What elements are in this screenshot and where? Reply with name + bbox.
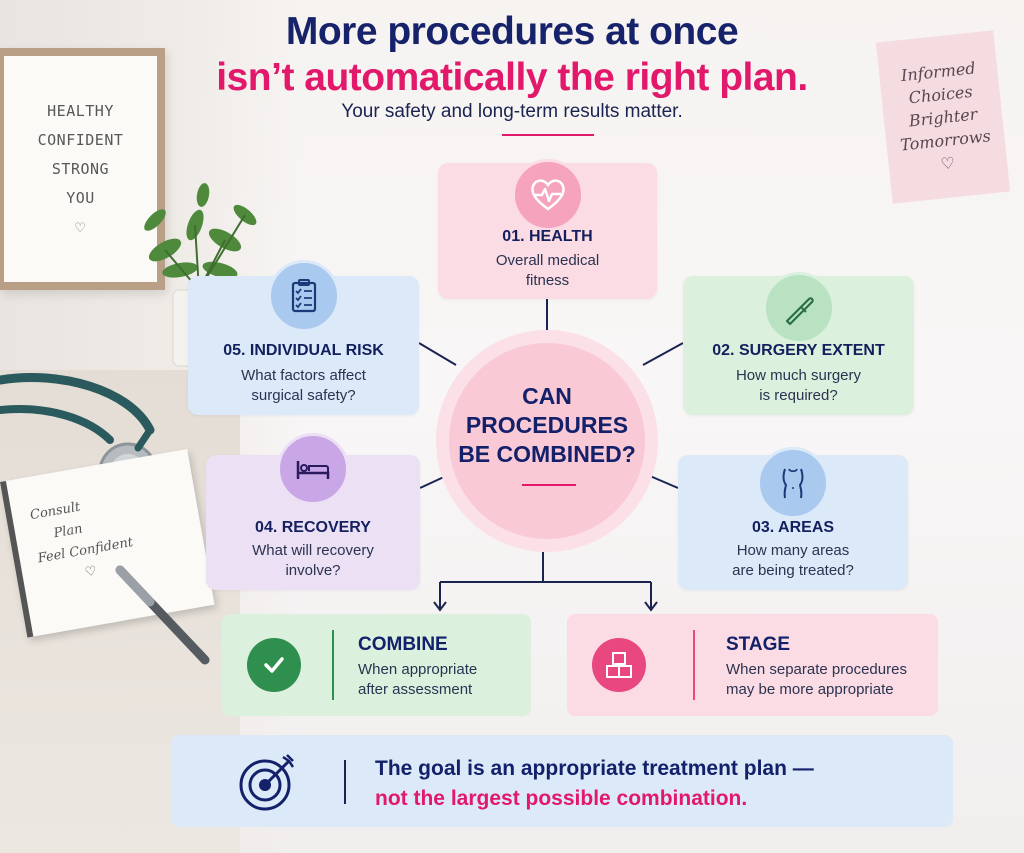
frame-line: YOU xyxy=(66,188,95,207)
arrowhead-stage xyxy=(644,601,658,612)
factor-desc-line: is required? xyxy=(759,387,838,404)
icon-circle xyxy=(592,638,646,692)
outcome-desc-line: When separate procedures xyxy=(726,661,907,678)
goal-line-2: not the largest possible combination. xyxy=(375,787,748,810)
factor-card-health: 01. HEALTH Overall medical fitness xyxy=(438,159,657,299)
icon-circle xyxy=(267,260,340,332)
title-divider xyxy=(502,134,594,136)
connector-outcomes xyxy=(439,552,652,608)
stacked-boxes-icon xyxy=(606,652,632,678)
scalpel-icon xyxy=(785,297,814,326)
outcome-card-stage: STAGE When separate procedures may be mo… xyxy=(567,614,938,716)
connector-areas xyxy=(649,475,679,489)
icon-circle xyxy=(762,272,835,344)
factor-title: 04. RECOVERY xyxy=(255,519,371,536)
center-line: PROCEDURES xyxy=(465,412,629,438)
connector-risk xyxy=(418,342,457,366)
outcome-desc-line: When appropriate xyxy=(358,661,478,678)
outcome-divider xyxy=(693,630,695,700)
factor-desc-line: fitness xyxy=(525,272,570,289)
outcome-title: STAGE xyxy=(726,634,791,655)
outcome-desc: When separate procedures may be more app… xyxy=(726,660,907,700)
body-outline-icon xyxy=(782,468,804,499)
outcome-title: COMBINE xyxy=(358,634,448,655)
outcome-desc: When appropriate after assessment xyxy=(358,660,477,700)
center-question: CAN PROCEDURES BE COMBINED? xyxy=(436,382,658,469)
center-line: BE COMBINED? xyxy=(458,441,636,467)
frame-line: STRONG xyxy=(51,159,110,178)
center-circle xyxy=(449,343,645,539)
heart-pulse-icon xyxy=(530,179,565,211)
goal-banner: The goal is an appropriate treatment pla… xyxy=(171,735,953,827)
goal-line-1: The goal is an appropriate treatment pla… xyxy=(375,757,814,780)
icon-circle xyxy=(247,638,301,692)
clipboard-checklist-icon xyxy=(291,279,316,313)
title-line-2: isn’t automatically the right plan. xyxy=(216,56,808,99)
factor-card-recovery: 04. RECOVERY What will recovery involve? xyxy=(206,433,420,590)
outcome-card-combine: COMBINE When appropriate after assessmen… xyxy=(222,614,531,716)
factor-desc-line: are being treated? xyxy=(732,562,854,579)
bed-icon xyxy=(296,461,330,479)
factor-desc-line: What factors affect xyxy=(241,367,366,384)
factor-desc-line: involve? xyxy=(285,562,341,579)
target-arrow-icon xyxy=(239,754,295,811)
goal-divider xyxy=(344,760,346,804)
outcome-desc-line: after assessment xyxy=(358,681,473,698)
factor-card-areas: 03. AREAS How many areas are being treat… xyxy=(678,447,908,590)
center-line: CAN xyxy=(522,383,572,409)
frame-line: CONFIDENT xyxy=(37,130,124,149)
factor-desc-line: What will recovery xyxy=(252,542,374,559)
factor-desc-line: How many areas xyxy=(736,542,850,559)
factor-title: 03. AREAS xyxy=(751,519,835,536)
pen-icon xyxy=(115,565,210,665)
center-divider xyxy=(522,484,576,486)
factor-card-surgery-extent: 02. SURGERY EXTENT How much surgery is r… xyxy=(683,272,914,415)
frame-line: HEALTHY xyxy=(47,101,114,120)
factor-title: 02. SURGERY EXTENT xyxy=(712,342,885,359)
wall-frame: HEALTHY CONFIDENT STRONG YOU ♡ xyxy=(0,48,165,290)
factor-title: 05. INDIVIDUAL RISK xyxy=(223,342,384,359)
checkmark-icon xyxy=(264,657,284,673)
connector-extent xyxy=(642,342,684,366)
icon-circle xyxy=(511,159,584,231)
title-line-1: More procedures at once xyxy=(285,10,739,53)
icon-circle xyxy=(757,447,829,519)
outcome-divider xyxy=(332,630,334,700)
factor-desc-line: Overall medical xyxy=(495,252,600,269)
subtitle: Your safety and long-term results matter… xyxy=(341,101,683,122)
factor-desc-line: surgical safety? xyxy=(251,387,356,404)
heart-icon: ♡ xyxy=(75,217,86,237)
icon-circle xyxy=(277,433,349,505)
factor-desc-line: How much surgery xyxy=(735,367,862,384)
arrowhead-combine xyxy=(433,601,447,612)
factor-card-individual-risk: 05. INDIVIDUAL RISK What factors affect … xyxy=(188,260,419,415)
outcome-desc-line: may be more appropriate xyxy=(726,681,894,698)
factor-title: 01. HEALTH xyxy=(502,228,593,245)
